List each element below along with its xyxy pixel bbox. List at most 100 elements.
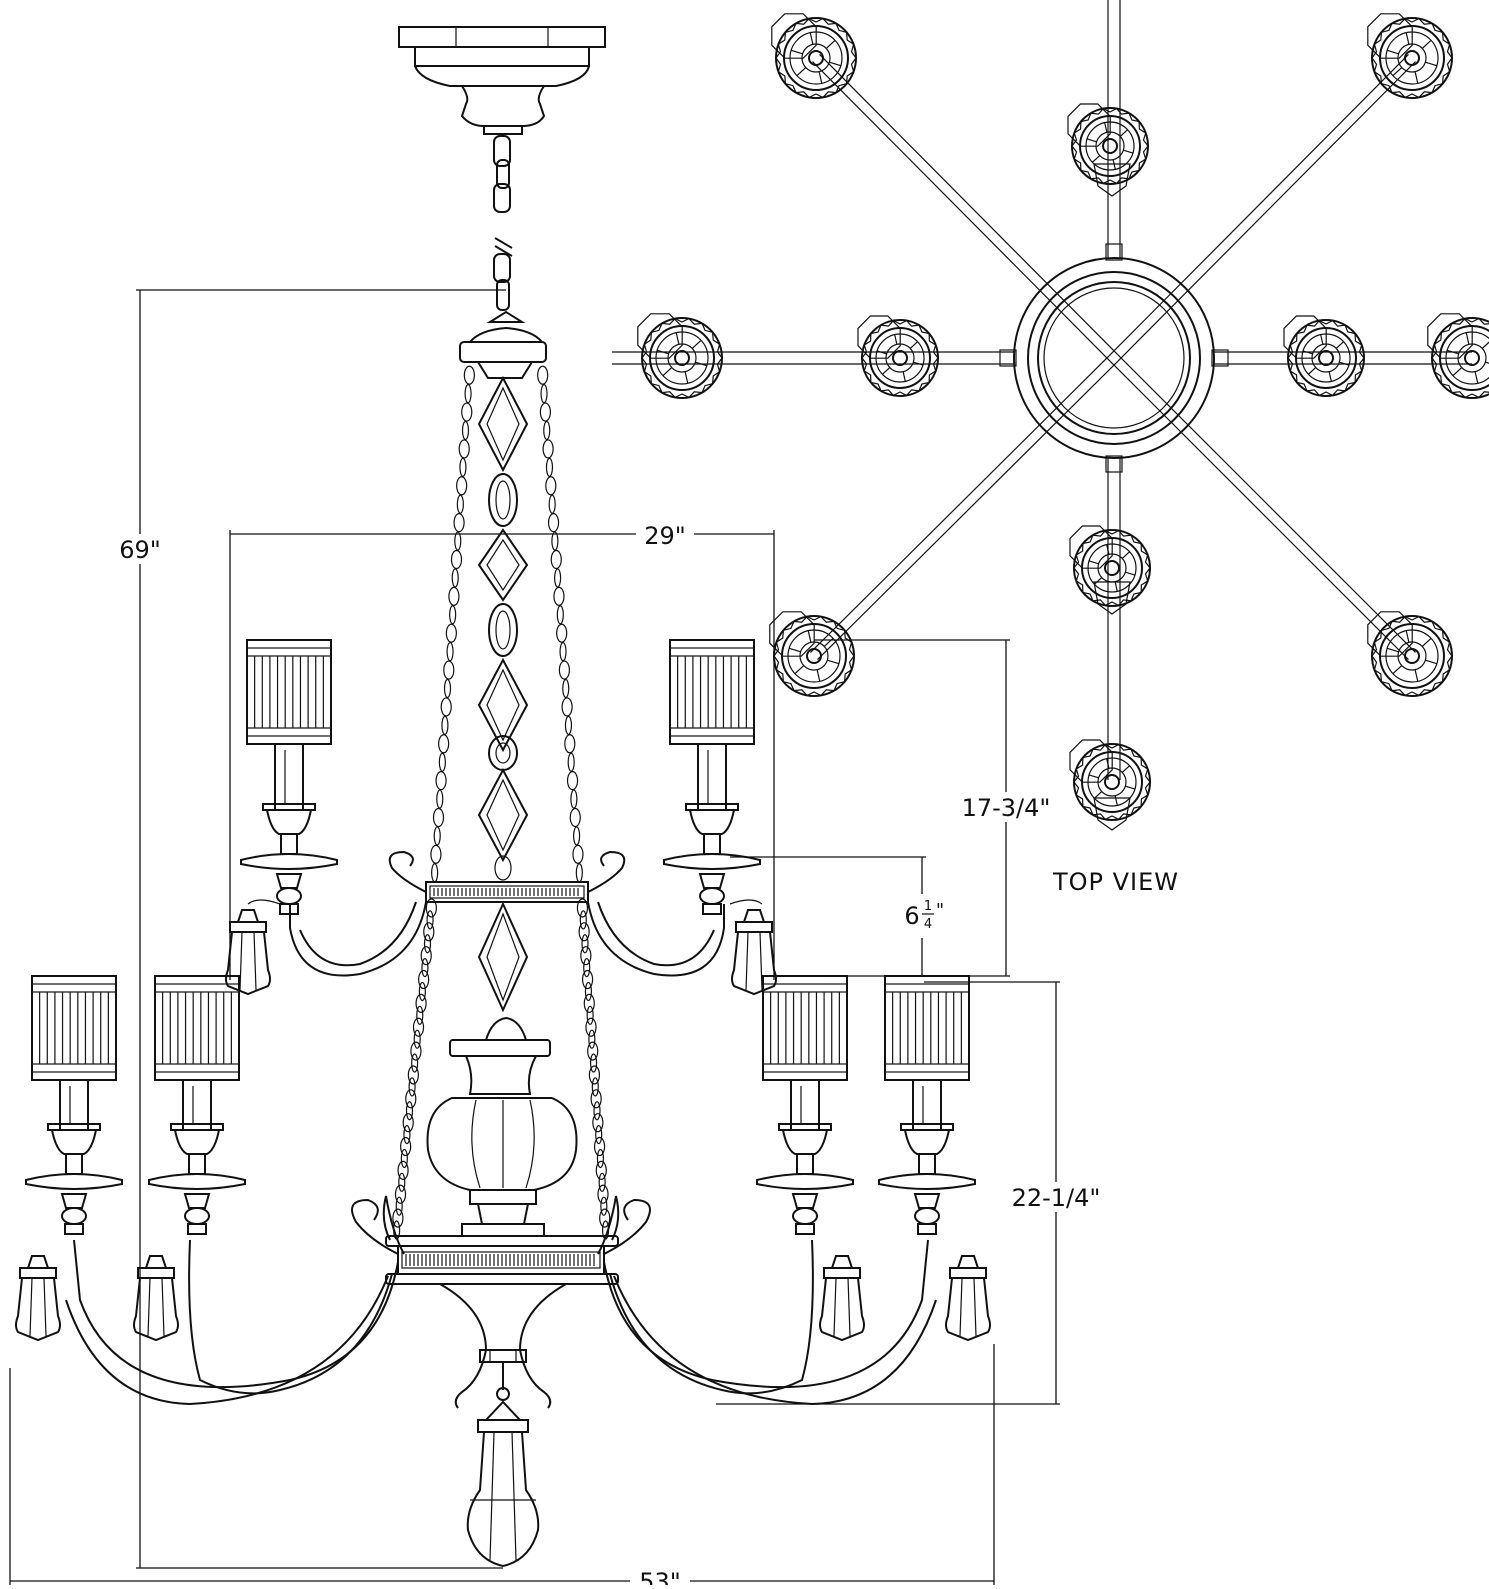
top-socket <box>1104 774 1120 790</box>
crystal-drop-cap <box>956 1255 980 1269</box>
top-shade-spoke <box>1421 637 1432 647</box>
top-shade-ring <box>1079 115 1141 177</box>
lamp-collar <box>698 873 726 889</box>
lamp-shade-band <box>246 647 332 657</box>
chain-link <box>412 1017 425 1037</box>
top-crystal <box>771 13 817 59</box>
top-shade-ring <box>789 31 843 85</box>
chain-link <box>551 531 559 551</box>
top-shade-spoke <box>809 32 814 45</box>
top-shade-edge <box>1431 317 1489 399</box>
top-shade-spoke <box>1088 560 1099 565</box>
chain-link <box>445 623 457 643</box>
top-arm <box>810 354 1111 653</box>
crystal-drop-facet <box>29 1277 33 1337</box>
top-shade-ring <box>1081 537 1143 599</box>
top-arm <box>1117 61 1416 362</box>
chain-link <box>558 660 570 680</box>
top-shade-spoke <box>1093 791 1103 799</box>
top-shade-spoke <box>1320 334 1324 345</box>
chain-link <box>456 476 468 496</box>
top-view-hub <box>1013 257 1215 459</box>
top-crystal <box>1067 103 1111 147</box>
lamp-knob-base <box>64 1223 84 1235</box>
top-socket <box>1318 350 1334 366</box>
top-chain <box>493 135 513 311</box>
lamp-collar <box>60 1193 88 1209</box>
chain-link <box>584 981 593 1002</box>
crystal-drop-facet <box>161 1277 165 1337</box>
top-socket <box>808 50 824 66</box>
crystal-drop-facet <box>759 931 763 991</box>
spine-link <box>494 855 512 881</box>
chain-link <box>440 697 452 717</box>
dimension-arm-offset-whole: 6 <box>904 902 919 930</box>
hub-connector <box>999 349 1017 367</box>
chain-link <box>595 1160 607 1180</box>
lamp-collar <box>275 873 303 889</box>
lamp-stem <box>796 1153 814 1175</box>
chain-link <box>579 910 587 930</box>
top-shade-ring <box>869 327 931 389</box>
top-shade-spoke <box>1106 544 1110 555</box>
lamp-cup-rim <box>778 1123 832 1131</box>
chain-link <box>464 384 472 404</box>
lamp-shade-band <box>669 727 755 737</box>
dimension-overall-height: 69" <box>119 536 161 564</box>
chain-link <box>395 1196 403 1216</box>
top-shade-ring <box>1087 543 1137 593</box>
crystal-drop-facet <box>239 931 243 991</box>
spine-diamond <box>477 375 529 473</box>
chain-link <box>600 1196 608 1216</box>
lamp-bobeche <box>663 853 761 870</box>
top-shade-spoke <box>1121 551 1131 559</box>
upper-ring <box>425 881 589 903</box>
lower-ring <box>385 1235 619 1285</box>
dimension-upper-width: 29" <box>644 522 686 550</box>
spine-diamond-inner <box>486 778 520 852</box>
top-shade-spoke <box>1481 341 1489 349</box>
hub-connector <box>1211 349 1229 367</box>
top-shade-spoke <box>684 371 689 384</box>
chain-link <box>553 586 565 606</box>
chain-link <box>570 789 578 809</box>
chain-link <box>593 1136 606 1157</box>
chain-link <box>592 1113 604 1133</box>
top-shade-spoke <box>675 332 680 345</box>
top-bobeche <box>1397 43 1427 73</box>
top-drop <box>1093 163 1131 197</box>
top-shade-spoke <box>1446 349 1459 355</box>
chain-link <box>398 1172 406 1192</box>
top-shade-spoke <box>1114 795 1118 806</box>
top-shade-ring <box>787 629 841 683</box>
chain-link <box>443 660 455 680</box>
chain-link <box>463 365 475 385</box>
chain-link <box>423 922 435 942</box>
top-shade-spoke <box>1465 332 1470 345</box>
crystal-drop-band <box>19 1267 57 1279</box>
chain-link <box>543 420 551 441</box>
top-shade-spoke <box>656 349 669 355</box>
chain-link <box>441 715 449 735</box>
lamp-cup <box>265 809 313 835</box>
top-shade-ring <box>1385 629 1439 683</box>
lamp-shade-band <box>669 647 755 657</box>
top-crystal <box>1367 611 1413 657</box>
top-socket <box>1102 138 1118 154</box>
spine-diamond-inner <box>486 538 520 592</box>
top-shade-spoke <box>1386 647 1399 653</box>
spine-link <box>488 603 518 657</box>
chain-link <box>556 623 568 643</box>
crystal-drop-cap <box>830 1255 854 1269</box>
chain-link <box>587 1041 599 1061</box>
dimension-overall-width: 53" <box>639 1568 681 1585</box>
lamp-collar <box>913 1193 941 1209</box>
top-shade-spoke <box>662 367 673 377</box>
chain-link <box>598 1172 606 1192</box>
chain-link <box>547 513 560 533</box>
top-socket <box>892 350 908 366</box>
crystal-drop-facet <box>43 1277 47 1337</box>
lamp-shade-band <box>154 983 240 993</box>
top-shade-spoke <box>1392 67 1403 77</box>
